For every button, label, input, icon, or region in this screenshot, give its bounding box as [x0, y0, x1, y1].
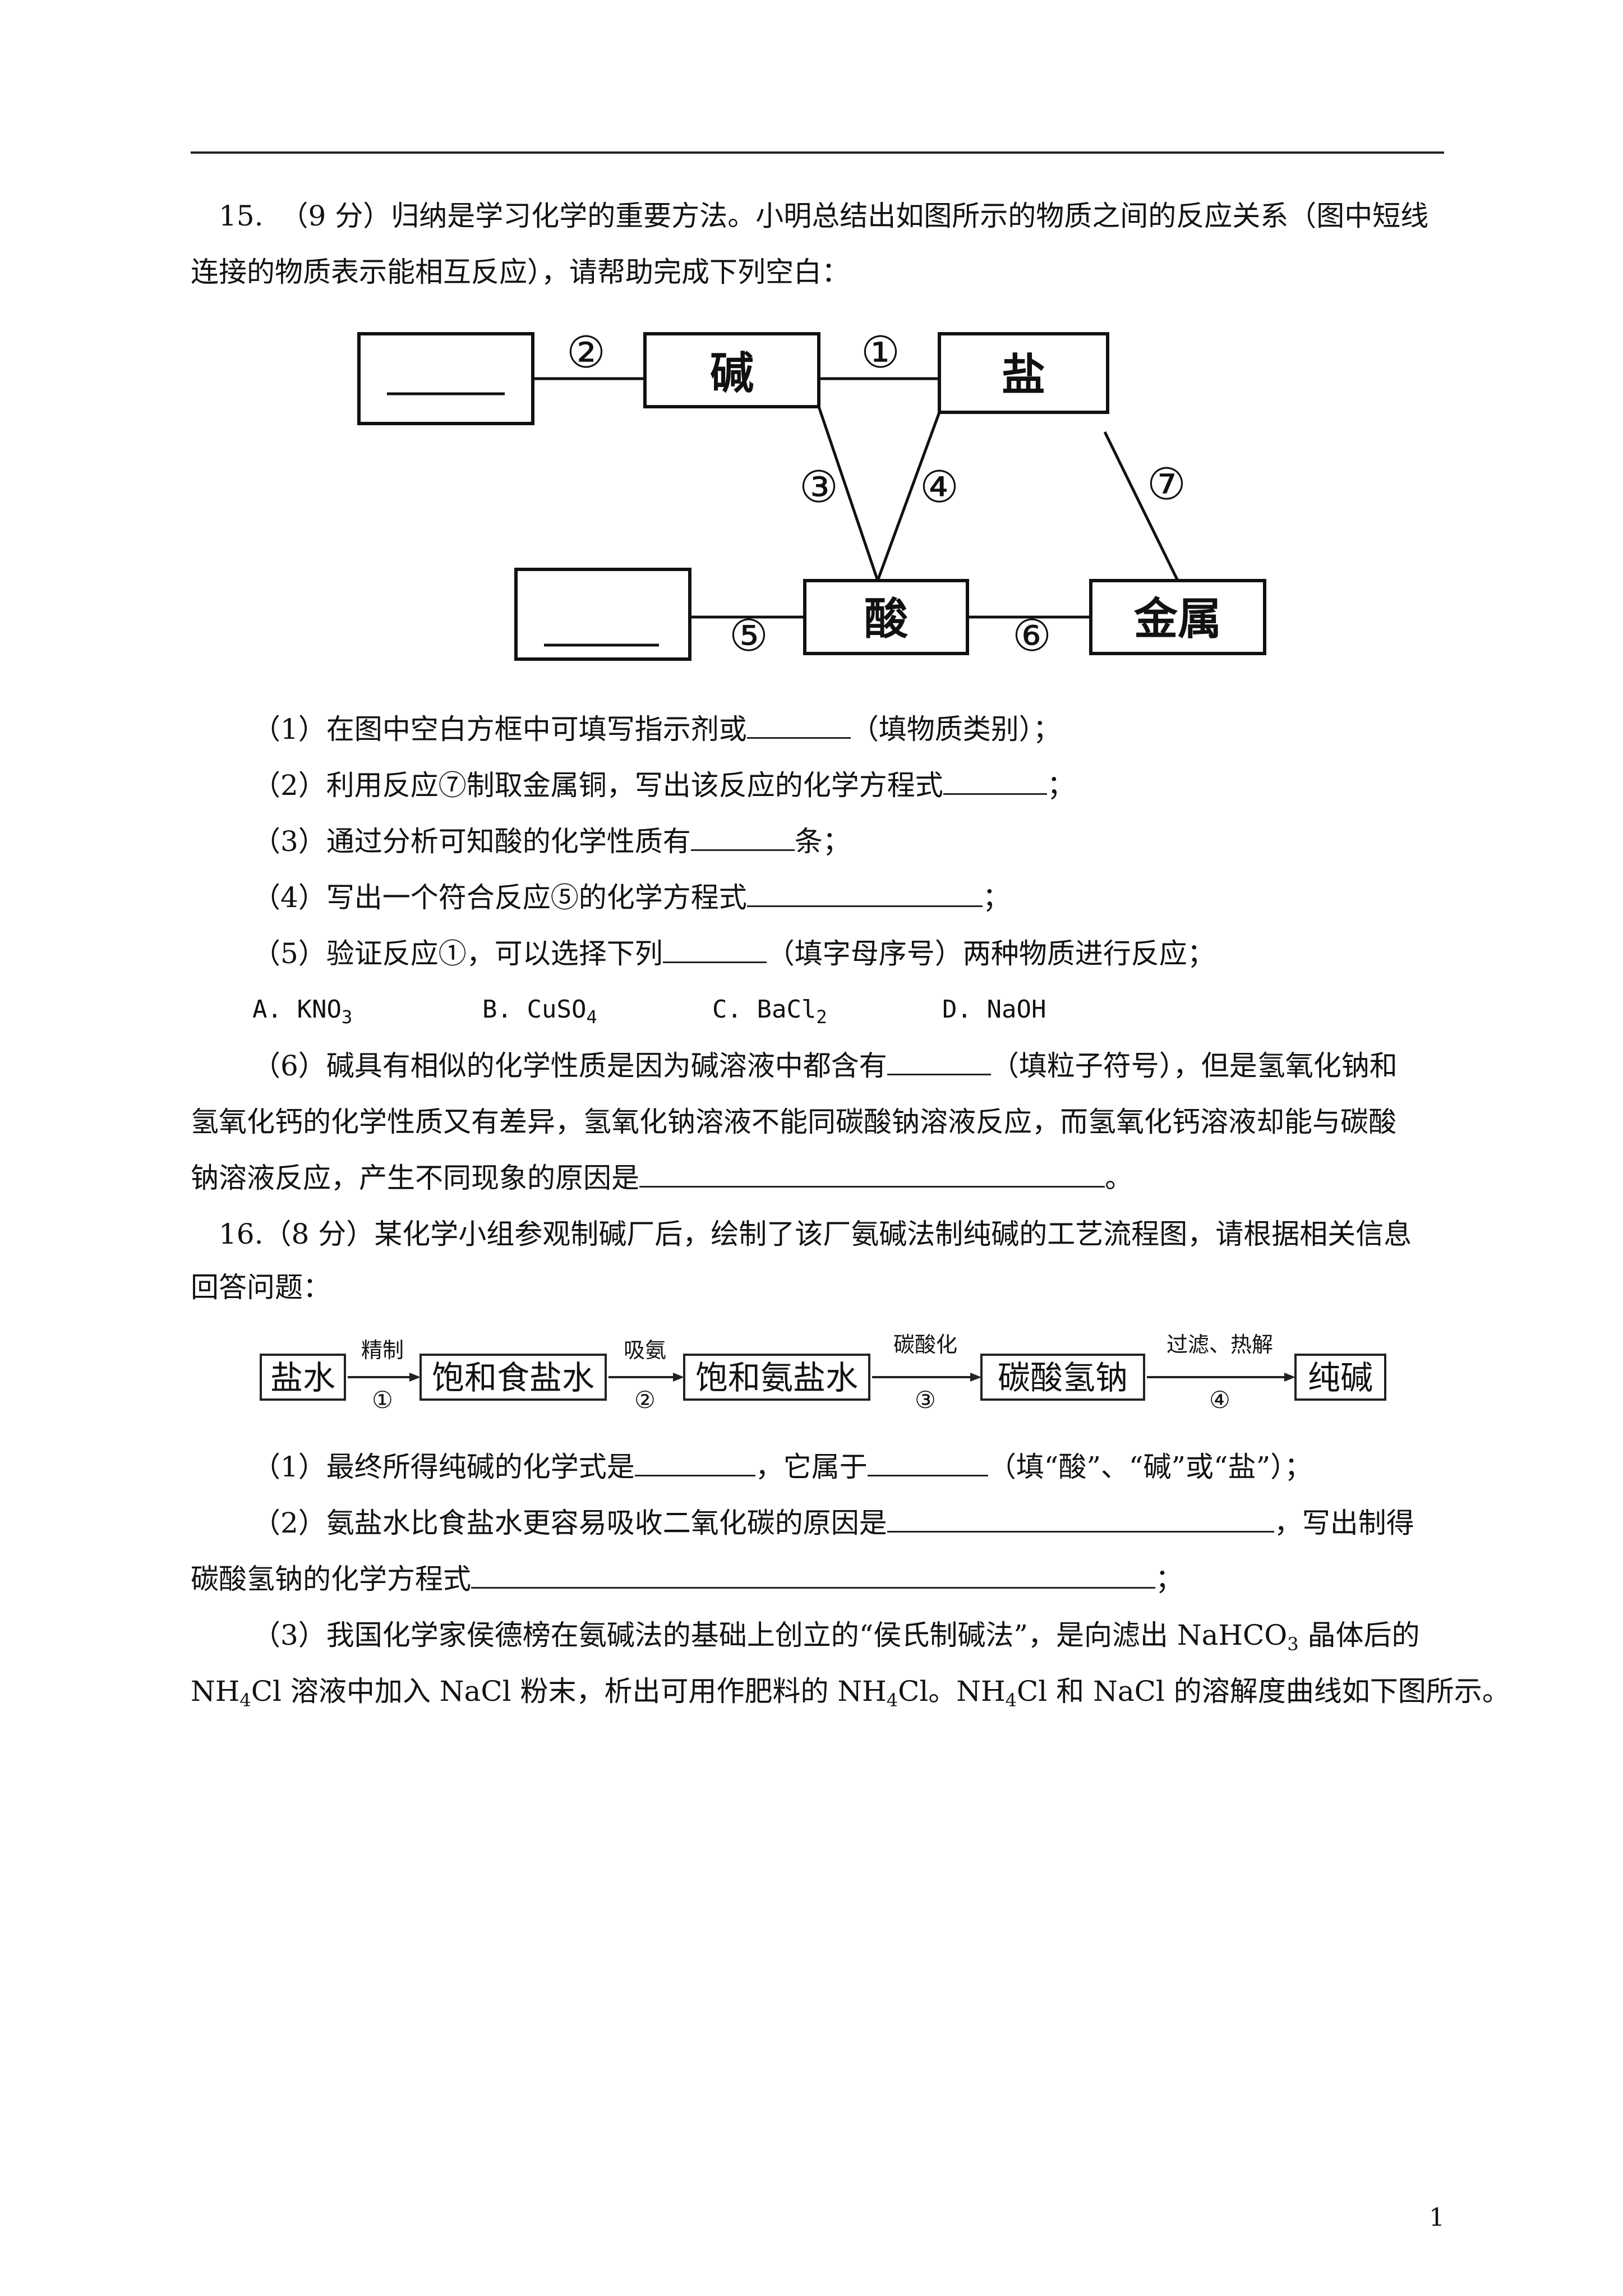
flow-box-label: 碳酸氢钠: [998, 1359, 1128, 1397]
flow-step-number: ③: [915, 1386, 936, 1414]
answer-blank: [867, 1449, 988, 1476]
node-acid-label: 酸: [864, 594, 909, 645]
answer-blank: [662, 936, 767, 963]
process-flow-diagram: 盐水 饱和食盐水 饱和氨盐水 碳酸氢钠 纯碱 精制 吸氨 碳酸化 过滤、热解 ①…: [260, 1332, 1386, 1414]
q16-sub2-line2: 碳酸氢钠的化学方程式；: [191, 1559, 1183, 1599]
option-d: D. NaOH: [942, 995, 1046, 1024]
flow-step-number: ④: [1209, 1386, 1230, 1414]
q16-sub3-line2: NH4Cl 溶液中加入 NaCl 粉末，析出可用作肥料的 NH4Cl。NH4Cl…: [191, 1675, 1510, 1711]
node-salt-label: 盐: [1002, 350, 1045, 401]
answer-blank: [471, 1561, 1155, 1589]
flow-arrowhead: [970, 1373, 981, 1382]
q15-stem-line2: 连接的物质表示能相互反应），请帮助完成下列空白：: [191, 256, 850, 288]
q16-sub1: （1）最终所得纯碱的化学式是，它属于（填“酸”、“碱”或“盐”）；: [252, 1447, 1312, 1487]
flow-step-label: 过滤、热解: [1166, 1332, 1273, 1357]
node-base-box: [643, 332, 820, 408]
edge-label-2: ②: [566, 328, 606, 378]
answer-blank: [639, 1160, 1105, 1188]
node-acid-box: [803, 579, 969, 655]
option-a: A. KNO3: [252, 995, 353, 1028]
q16-stem-line2: 回答问题：: [191, 1271, 331, 1304]
edge-label-7: ⑦: [1147, 459, 1186, 510]
edge-label-3: ③: [799, 462, 838, 513]
edge-label-6: ⑥: [1012, 611, 1052, 661]
answer-blank: [634, 1449, 755, 1476]
q15-number: 15.: [219, 200, 264, 232]
option-c: C. BaCl2: [712, 995, 827, 1028]
node-base-label: 碱: [710, 348, 754, 399]
flow-box-label: 盐水: [270, 1359, 335, 1397]
node-metal-label: 金属: [1133, 594, 1221, 645]
reaction-diagram: 碱 盐 酸 金属 ② ① ③ ④ ⑦ ⑤ ⑥: [357, 328, 1266, 661]
answer-blank: [887, 1048, 991, 1075]
q15-sub6-line1: （6）碱具有相似的化学性质是因为碱溶液中都含有（填粒子符号），但是氢氧化钠和: [252, 1046, 1398, 1085]
edge-label-4: ④: [920, 462, 959, 513]
option-b: B. CuSO4: [482, 995, 597, 1028]
q16-number: 16.: [219, 1218, 264, 1250]
q15-sub2: （2）利用反应⑦制取金属铜，写出该反应的化学方程式；: [252, 766, 1075, 805]
q15-sub4: （4）写出一个符合反应⑤的化学方程式；: [252, 878, 1011, 917]
q15-sub6-line2: 氢氧化钙的化学性质又有差异，氢氧化钠溶液不能同碳酸钠溶液反应，而氢氧化钙溶液却能…: [191, 1106, 1396, 1138]
q16-stem-line1: 16.（8 分）某化学小组参观制碱厂后，绘制了该厂氨碱法制纯碱的工艺流程图，请根…: [219, 1218, 1412, 1250]
edge-label-5: ⑤: [729, 611, 768, 661]
flow-arrowhead: [673, 1373, 684, 1382]
answer-blank: [746, 711, 851, 739]
edge-label-1: ①: [861, 328, 900, 378]
flow-step-number: ②: [634, 1386, 656, 1414]
flow-box-label: 饱和氨盐水: [695, 1359, 858, 1397]
q15-sub3: （3）通过分析可知酸的化学性质有条；: [252, 822, 851, 861]
flow-step-label: 精制: [361, 1338, 404, 1363]
flow-box-label: 纯碱: [1308, 1359, 1373, 1397]
q15-stem-line1: 15.（9 分）归纳是学习化学的重要方法。小明总结出如图所示的物质之间的反应关系…: [219, 200, 1429, 232]
q15-sub6-line3: 钠溶液反应，产生不同现象的原因是。: [191, 1158, 1133, 1198]
flow-step-number: ①: [372, 1386, 393, 1414]
q15-sub5: （5）验证反应①，可以选择下列（填字母序号）两种物质进行反应；: [252, 934, 1215, 973]
flow-step-label: 吸氨: [624, 1338, 666, 1363]
flow-box-brine: [260, 1354, 346, 1401]
answer-blank: [887, 1505, 1274, 1533]
header-rule: [191, 151, 1444, 154]
flow-box-label: 饱和食盐水: [432, 1359, 594, 1397]
page-number: 1: [1429, 2203, 1445, 2232]
node-salt-box: [938, 332, 1109, 414]
flow-arrowhead: [1284, 1373, 1295, 1382]
answer-blank: [746, 880, 983, 907]
q16-sub2-line1: （2）氨盐水比食盐水更容易吸收二氧化碳的原因是，写出制得: [252, 1503, 1414, 1543]
flow-arrowhead: [409, 1373, 421, 1382]
q16-sub3-line1: （3）我国化学家侯德榜在氨碱法的基础上创立的“侯氏制碱法”，是向滤出 NaHCO…: [252, 1619, 1420, 1655]
node-metal-box: [1089, 579, 1266, 655]
blank-box-top: [357, 332, 534, 425]
q15-sub1: （1）在图中空白方框中可填写指示剂或（填物质类别）；: [252, 710, 1061, 749]
answer-blank: [690, 823, 795, 851]
flow-step-label: 碳酸化: [893, 1332, 957, 1357]
q15-options: A. KNO3 B. CuSO4 C. BaCl2 D. NaOH: [252, 990, 1046, 1029]
answer-blank: [943, 767, 1047, 795]
